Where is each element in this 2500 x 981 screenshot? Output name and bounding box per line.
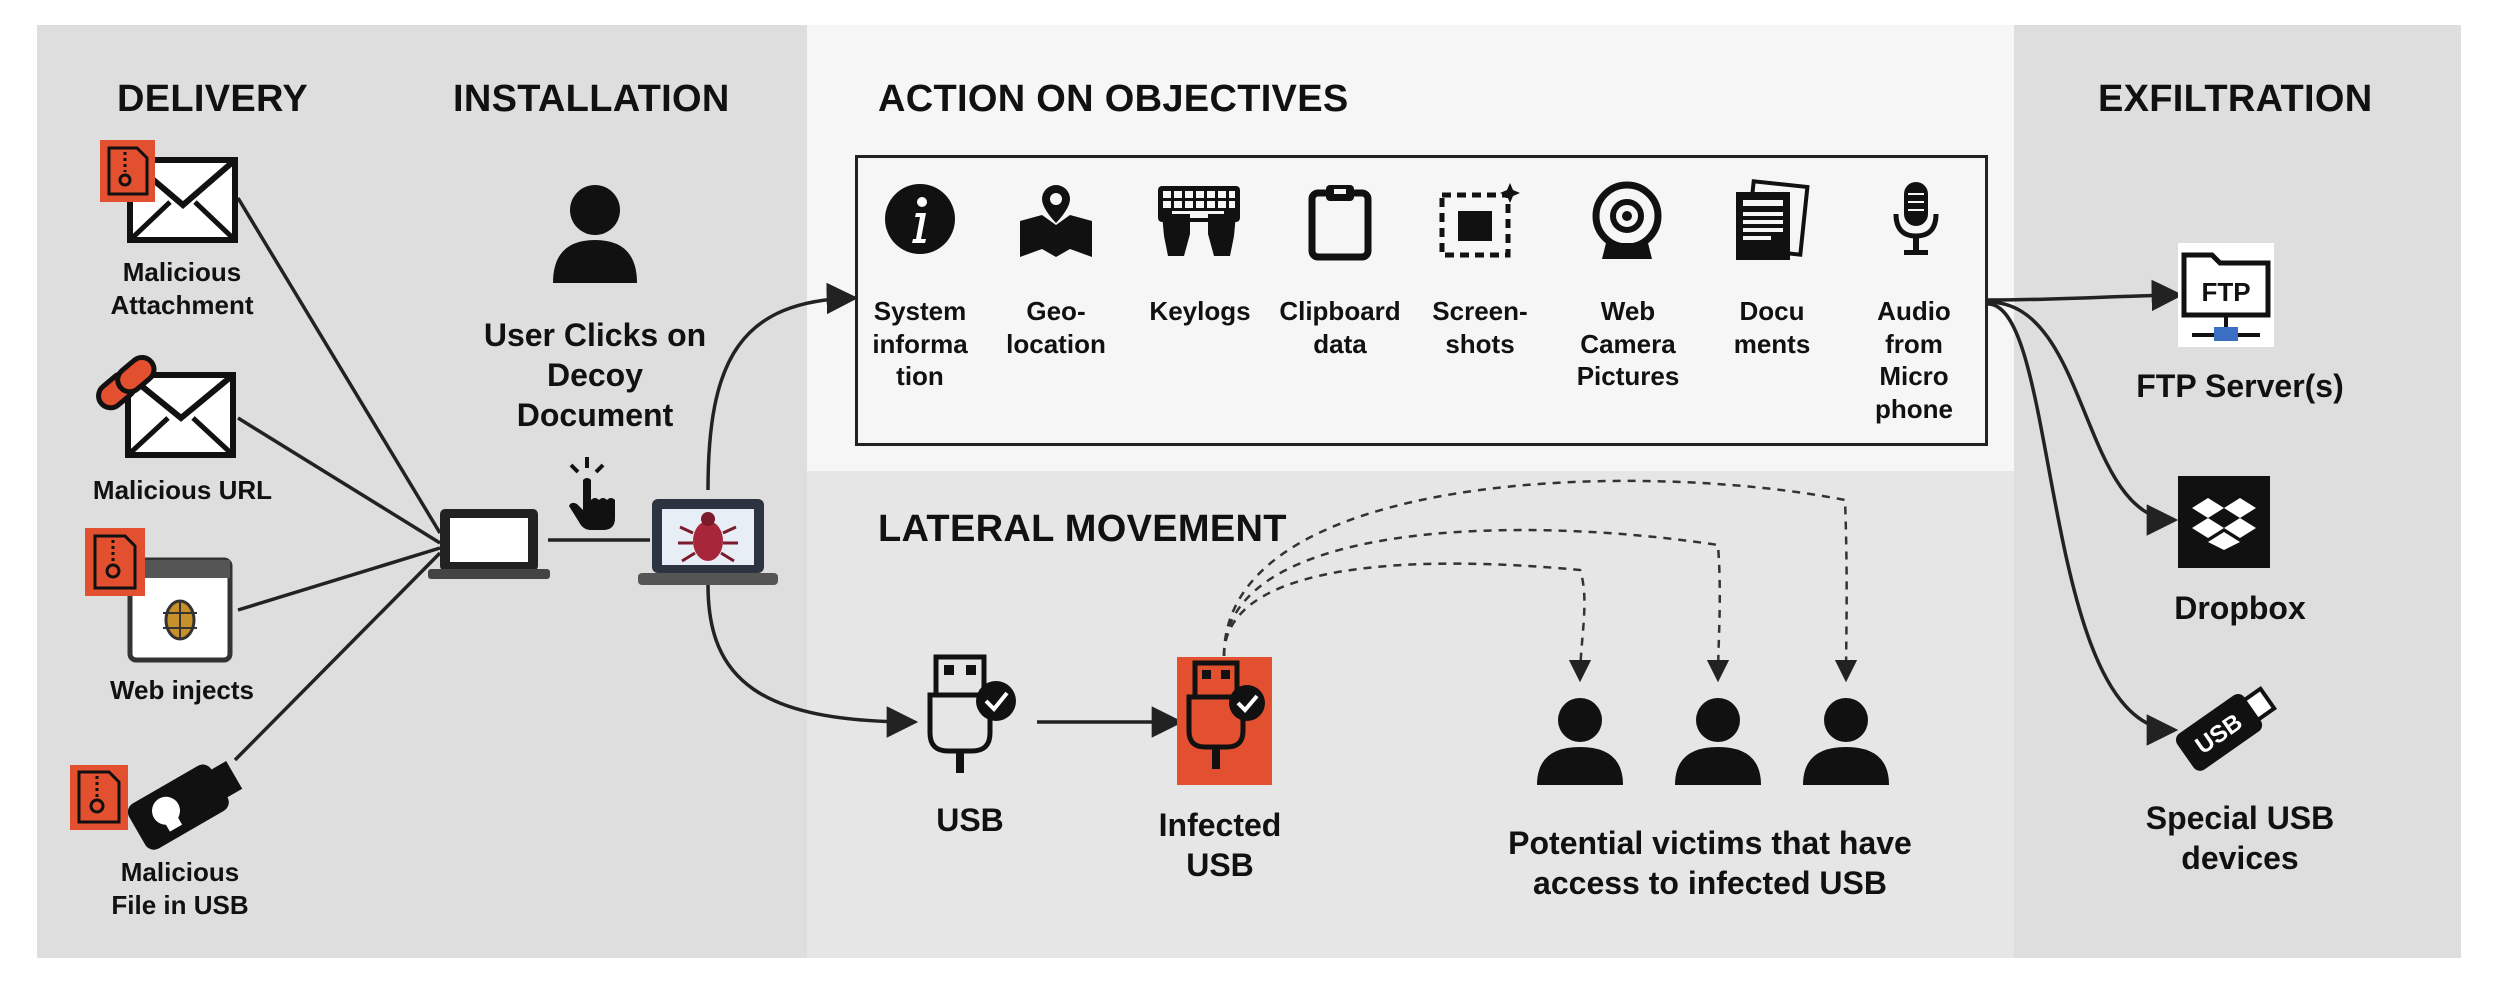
screenshots-label: Screen-shots — [1432, 296, 1528, 359]
geo-location-label: Geo-location — [1006, 296, 1106, 359]
usb-stick-icon: USB — [2170, 672, 2280, 782]
documents-icon — [1732, 179, 1810, 262]
webcam-icon — [1592, 181, 1662, 261]
ftp-servers-label: FTP Server(s) — [2136, 368, 2344, 404]
victim-user-icon-1 — [1535, 695, 1625, 785]
victim-user-icon-2 — [1673, 695, 1763, 785]
pointer-click-icon — [565, 455, 625, 530]
clipboard-icon — [1308, 183, 1372, 261]
link-envelope-icon — [90, 350, 245, 460]
lateral-movement-title: LATERAL MOVEMENT — [878, 508, 1287, 550]
ftp-icon-text: FTP — [2201, 277, 2250, 307]
action-on-objectives-title: ACTION ON OBJECTIVES — [878, 78, 1349, 120]
screenshot-icon — [1438, 183, 1520, 259]
exfiltration-title: EXFILTRATION — [2098, 78, 2373, 120]
map-pin-icon — [1020, 185, 1092, 257]
malicious-url-label: Malicious URL — [92, 475, 273, 505]
zip-browser-bug-icon — [85, 528, 240, 668]
victim-user-icon-3 — [1801, 695, 1891, 785]
zip-envelope-icon — [95, 140, 245, 250]
zip-skull-usb-icon — [70, 745, 245, 855]
keyboard-hands-icon — [1158, 186, 1240, 256]
microphone-icon — [1890, 180, 1942, 260]
installation-title: INSTALLATION — [453, 78, 730, 120]
laptop-icon — [428, 505, 550, 585]
ftp-folder-icon: FTP — [2178, 243, 2274, 347]
user-icon — [548, 178, 643, 283]
web-injects-label: Web injects — [109, 675, 254, 705]
delivery-title: DELIVERY — [117, 78, 309, 120]
infected-laptop-icon — [638, 497, 778, 589]
dropbox-label: Dropbox — [2174, 590, 2306, 626]
dropbox-icon — [2178, 476, 2270, 568]
infected-usb-icon — [1177, 657, 1272, 785]
usb-label: USB — [936, 802, 1004, 838]
usb-cable-icon — [927, 654, 1020, 785]
info-icon — [884, 183, 956, 255]
keylogs-label: Keylogs — [1149, 296, 1251, 326]
